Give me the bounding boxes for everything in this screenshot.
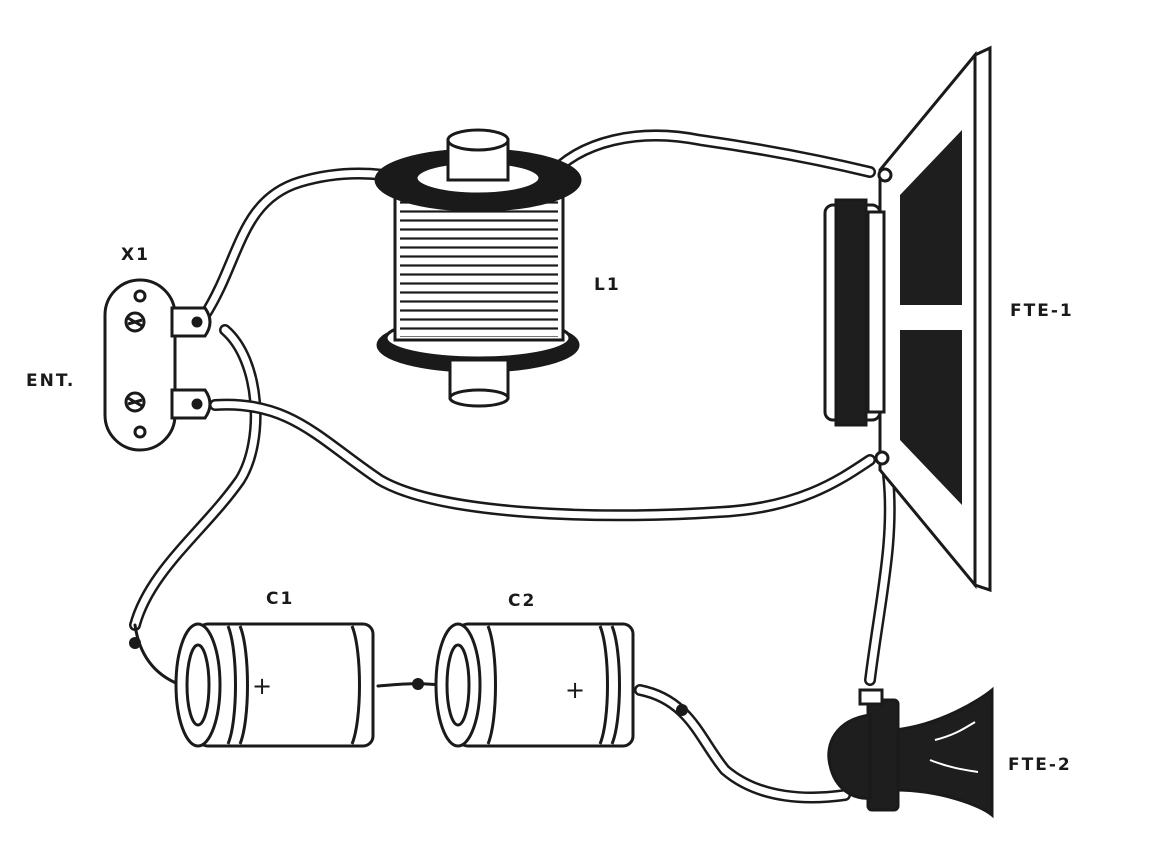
c2-capacitor	[434, 622, 635, 748]
screw-icon	[124, 311, 146, 333]
label-x1: X1	[121, 245, 150, 265]
wires	[129, 129, 896, 804]
solder-lug	[170, 306, 212, 338]
label-entrance: ENT.	[26, 371, 75, 391]
solder-dot	[412, 678, 424, 690]
c1-capacitor	[174, 622, 375, 748]
label-c1: C1	[266, 589, 294, 609]
wire-x1-to-fte1	[209, 398, 876, 522]
solder-lug	[170, 388, 212, 420]
x1-terminal-strip	[103, 278, 212, 452]
label-c2: C2	[508, 591, 536, 611]
l1-coil	[374, 128, 582, 408]
wire-x1-to-c1	[129, 324, 262, 631]
fte1-speaker	[823, 45, 992, 593]
polarity-plus-c2: +	[565, 676, 585, 704]
wire-c2-to-fte2	[634, 684, 851, 804]
solder-dot	[676, 704, 688, 716]
wire-fte1-to-fte2	[864, 469, 896, 686]
wire-x1-to-l1	[199, 167, 416, 321]
polarity-plus-c1: +	[252, 672, 272, 700]
label-fte2: FTE-2	[1008, 755, 1072, 775]
fte2-tweeter	[827, 686, 994, 819]
solder-dot	[129, 637, 141, 649]
wire-l1-to-fte1	[542, 129, 876, 184]
label-l1: L1	[594, 275, 621, 295]
label-fte1: FTE-1	[1010, 301, 1074, 321]
screw-icon	[124, 391, 146, 413]
